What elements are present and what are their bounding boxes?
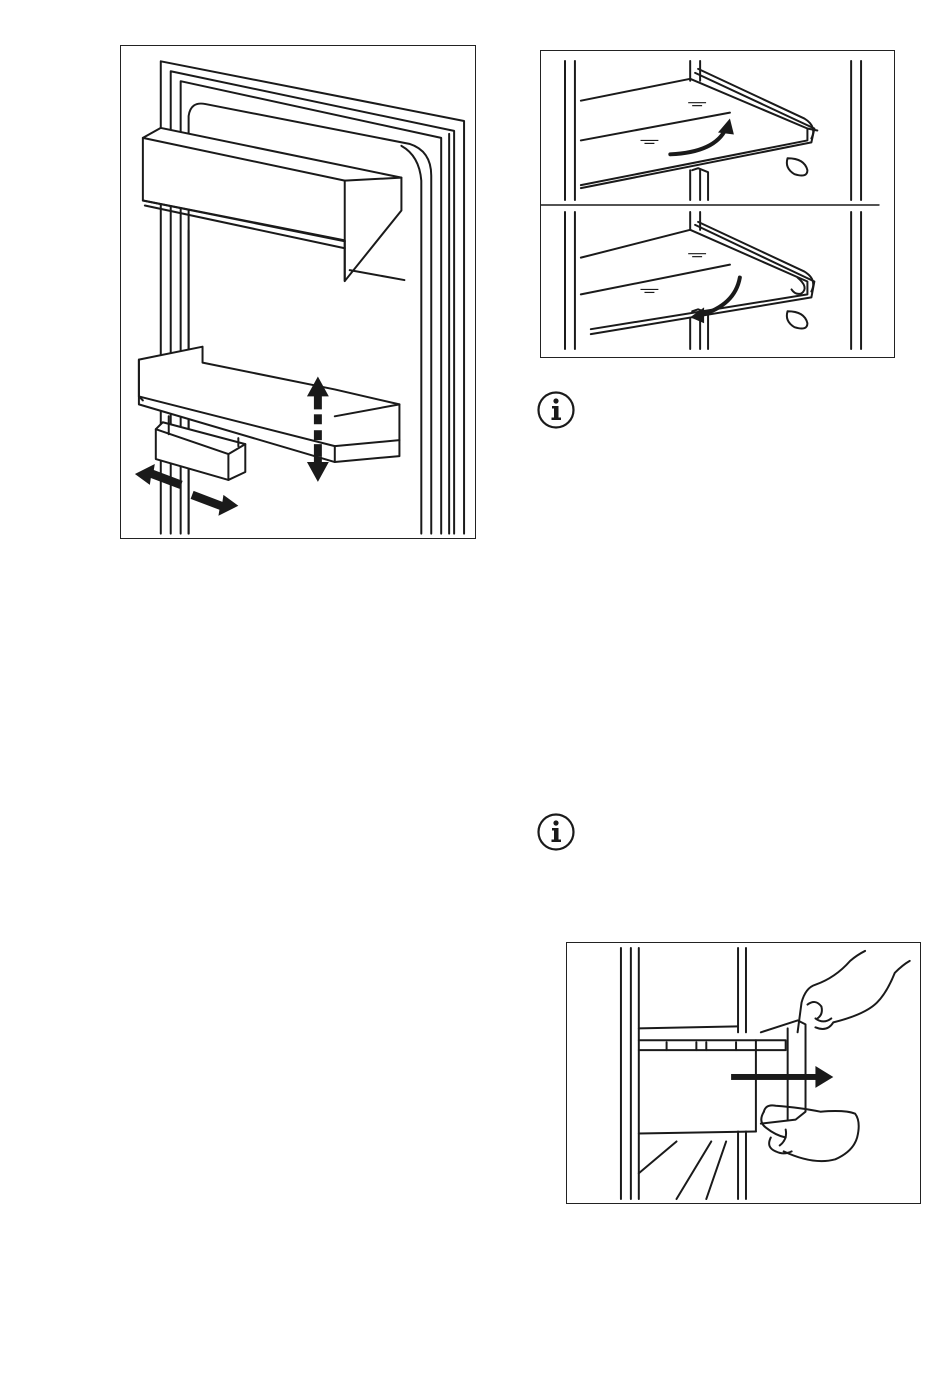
door-shelf-adjust-illustration: [121, 46, 475, 538]
info-icon: [536, 812, 576, 852]
door-shelf-figure: [120, 45, 476, 539]
drawer-figure: [566, 942, 921, 1204]
info-icon: [536, 390, 576, 430]
glass-shelf-tilt-illustration: [541, 51, 894, 357]
glass-shelf-figure: [540, 50, 895, 358]
drawer-removal-illustration: [567, 943, 920, 1203]
